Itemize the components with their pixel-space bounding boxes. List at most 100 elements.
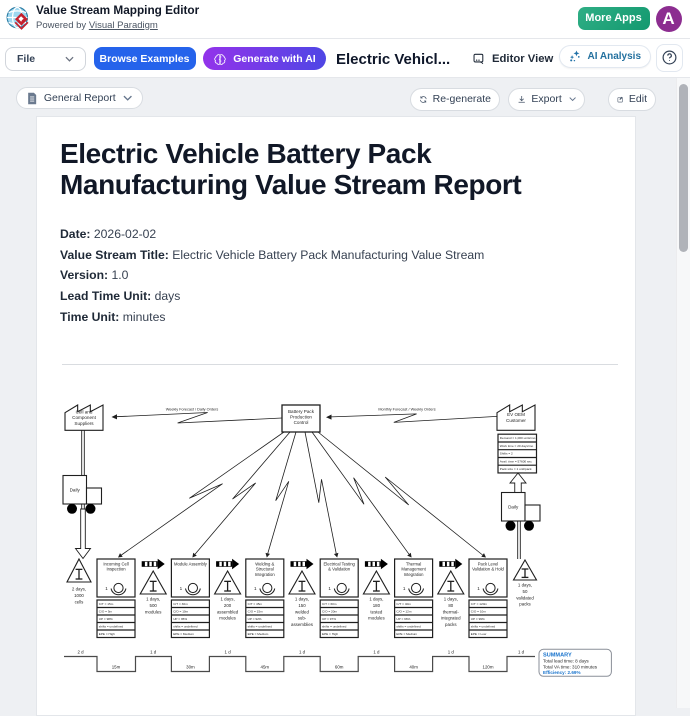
svg-text:shifts = undefined: shifts = undefined — [471, 625, 496, 629]
svg-text:UP = 99%: UP = 99% — [471, 617, 485, 621]
svg-text:Daily: Daily — [508, 505, 519, 510]
svg-text:& Validation: & Validation — [328, 567, 351, 572]
svg-text:C/T = 45m: C/T = 45m — [248, 602, 263, 606]
svg-text:200: 200 — [224, 603, 232, 608]
svg-text:Incoming Cell: Incoming Cell — [103, 562, 128, 567]
svg-text:modules: modules — [145, 609, 162, 614]
svg-text:C/O = 20m: C/O = 20m — [322, 610, 337, 614]
svg-text:Production: Production — [290, 414, 312, 419]
svg-text:1: 1 — [477, 586, 480, 591]
svg-text:1: 1 — [180, 586, 183, 591]
svg-text:modules: modules — [219, 616, 236, 621]
svg-text:Pack Level: Pack Level — [478, 562, 499, 567]
svg-text:1: 1 — [105, 586, 108, 591]
svg-text:EV OEM: EV OEM — [507, 412, 525, 417]
svg-text:C/O = 10m: C/O = 10m — [173, 610, 188, 614]
svg-text:shifts = undefined: shifts = undefined — [248, 625, 273, 629]
svg-text:EPE = Low: EPE = Low — [471, 632, 487, 636]
svg-text:150: 150 — [298, 603, 306, 608]
svg-text:1: 1 — [328, 586, 331, 591]
svg-text:cells: cells — [75, 599, 85, 604]
svg-text:2 days,: 2 days, — [72, 587, 86, 592]
svg-text:1 days,: 1 days, — [444, 597, 458, 602]
svg-text:1 days,: 1 days, — [221, 597, 235, 602]
svg-text:Customer: Customer — [506, 418, 526, 423]
svg-text:Demand = 1,000 units/mo: Demand = 1,000 units/mo — [500, 436, 536, 440]
svg-text:Component: Component — [72, 415, 96, 420]
svg-text:Suppliers: Suppliers — [74, 421, 94, 426]
svg-text:Module Assembly: Module Assembly — [174, 562, 208, 567]
svg-text:C/O = 12m: C/O = 12m — [396, 610, 411, 614]
svg-text:1 d: 1 d — [518, 650, 525, 655]
svg-text:assembled: assembled — [217, 609, 239, 614]
svg-text:Validation & Hold: Validation & Hold — [472, 567, 504, 572]
svg-text:Shifts = 2: Shifts = 2 — [500, 452, 513, 456]
svg-text:2 d: 2 d — [77, 650, 84, 655]
svg-text:modules: modules — [368, 616, 385, 621]
svg-text:EPE = Medium: EPE = Medium — [173, 632, 194, 636]
svg-text:120m: 120m — [483, 665, 494, 670]
svg-text:EPE = High: EPE = High — [322, 632, 338, 636]
svg-text:UP = 96%: UP = 96% — [396, 617, 410, 621]
svg-text:1 d: 1 d — [150, 650, 157, 655]
svg-text:Pack size = 1 unit/pack: Pack size = 1 unit/pack — [500, 467, 532, 471]
svg-text:45m: 45m — [261, 665, 270, 670]
svg-text:shifts = undefined: shifts = undefined — [396, 625, 421, 629]
svg-text:1 days,: 1 days, — [518, 583, 532, 588]
svg-text:thermal-: thermal- — [443, 609, 460, 614]
svg-text:tested: tested — [370, 609, 383, 614]
svg-text:40m: 40m — [409, 665, 418, 670]
svg-text:shifts = undefined: shifts = undefined — [322, 625, 347, 629]
svg-text:sub-: sub- — [298, 616, 307, 621]
svg-text:1 days,: 1 days, — [295, 597, 309, 602]
svg-text:1 d: 1 d — [225, 650, 232, 655]
svg-text:C/T = 60m: C/T = 60m — [322, 602, 337, 606]
svg-text:UP = 97%: UP = 97% — [322, 617, 336, 621]
svg-text:500: 500 — [150, 603, 158, 608]
svg-text:Welding &: Welding & — [255, 562, 274, 567]
svg-text:Inspection: Inspection — [106, 567, 126, 572]
svg-text:Structural: Structural — [256, 567, 274, 572]
svg-text:Total VA time: 310 minutes: Total VA time: 310 minutes — [543, 664, 598, 669]
svg-text:Daily: Daily — [70, 488, 81, 493]
svg-text:C/O = 5m: C/O = 5m — [99, 610, 113, 614]
svg-text:Thermal: Thermal — [406, 562, 421, 567]
svg-text:validated: validated — [516, 595, 534, 600]
svg-text:50: 50 — [523, 589, 528, 594]
svg-text:C/T = 30m: C/T = 30m — [173, 602, 188, 606]
svg-text:C/T = 120m: C/T = 120m — [471, 602, 488, 606]
svg-text:1 days,: 1 days, — [369, 597, 383, 602]
svg-text:welded: welded — [295, 609, 309, 614]
svg-text:Management: Management — [401, 567, 426, 572]
svg-text:Efficiency: 2.69%: Efficiency: 2.69% — [543, 670, 581, 675]
svg-text:C/O = 10m: C/O = 10m — [471, 610, 486, 614]
svg-text:1 d: 1 d — [299, 650, 306, 655]
svg-text:Control: Control — [294, 420, 309, 425]
svg-text:Work time = 20 days/mo: Work time = 20 days/mo — [500, 444, 534, 448]
svg-text:30m: 30m — [186, 665, 195, 670]
svg-text:1: 1 — [403, 586, 406, 591]
svg-text:1000: 1000 — [74, 593, 84, 598]
svg-text:SUMMARY: SUMMARY — [543, 653, 572, 659]
svg-text:UP = 95%: UP = 95% — [173, 617, 187, 621]
svg-text:80: 80 — [448, 603, 453, 608]
svg-text:Integration: Integration — [255, 572, 275, 577]
svg-text:Monthly Forecast / Weekly Orde: Monthly Forecast / Weekly Orders — [378, 408, 435, 412]
svg-text:Weekly Forecast / Daily Orders: Weekly Forecast / Daily Orders — [166, 408, 219, 412]
svg-text:Electrical Testing: Electrical Testing — [324, 562, 356, 567]
svg-text:assemblies: assemblies — [291, 622, 314, 627]
svg-text:C/O = 15m: C/O = 15m — [248, 610, 263, 614]
svg-text:shifts = undefined: shifts = undefined — [173, 625, 198, 629]
svg-text:EPE = Medium: EPE = Medium — [248, 632, 269, 636]
svg-text:packs: packs — [445, 622, 457, 627]
svg-text:180: 180 — [373, 603, 381, 608]
svg-text:shifts = undefined: shifts = undefined — [99, 625, 124, 629]
svg-text:60m: 60m — [335, 665, 344, 670]
svg-text:integrated: integrated — [441, 616, 461, 621]
svg-text:Integration: Integration — [404, 572, 424, 577]
svg-text:Avail. time = 57600 sec: Avail. time = 57600 sec — [500, 460, 532, 464]
svg-text:Battery Pack: Battery Pack — [288, 409, 315, 414]
svg-text:UP = 92%: UP = 92% — [248, 617, 262, 621]
svg-text:1 d: 1 d — [373, 650, 380, 655]
svg-text:1 d: 1 d — [448, 650, 455, 655]
